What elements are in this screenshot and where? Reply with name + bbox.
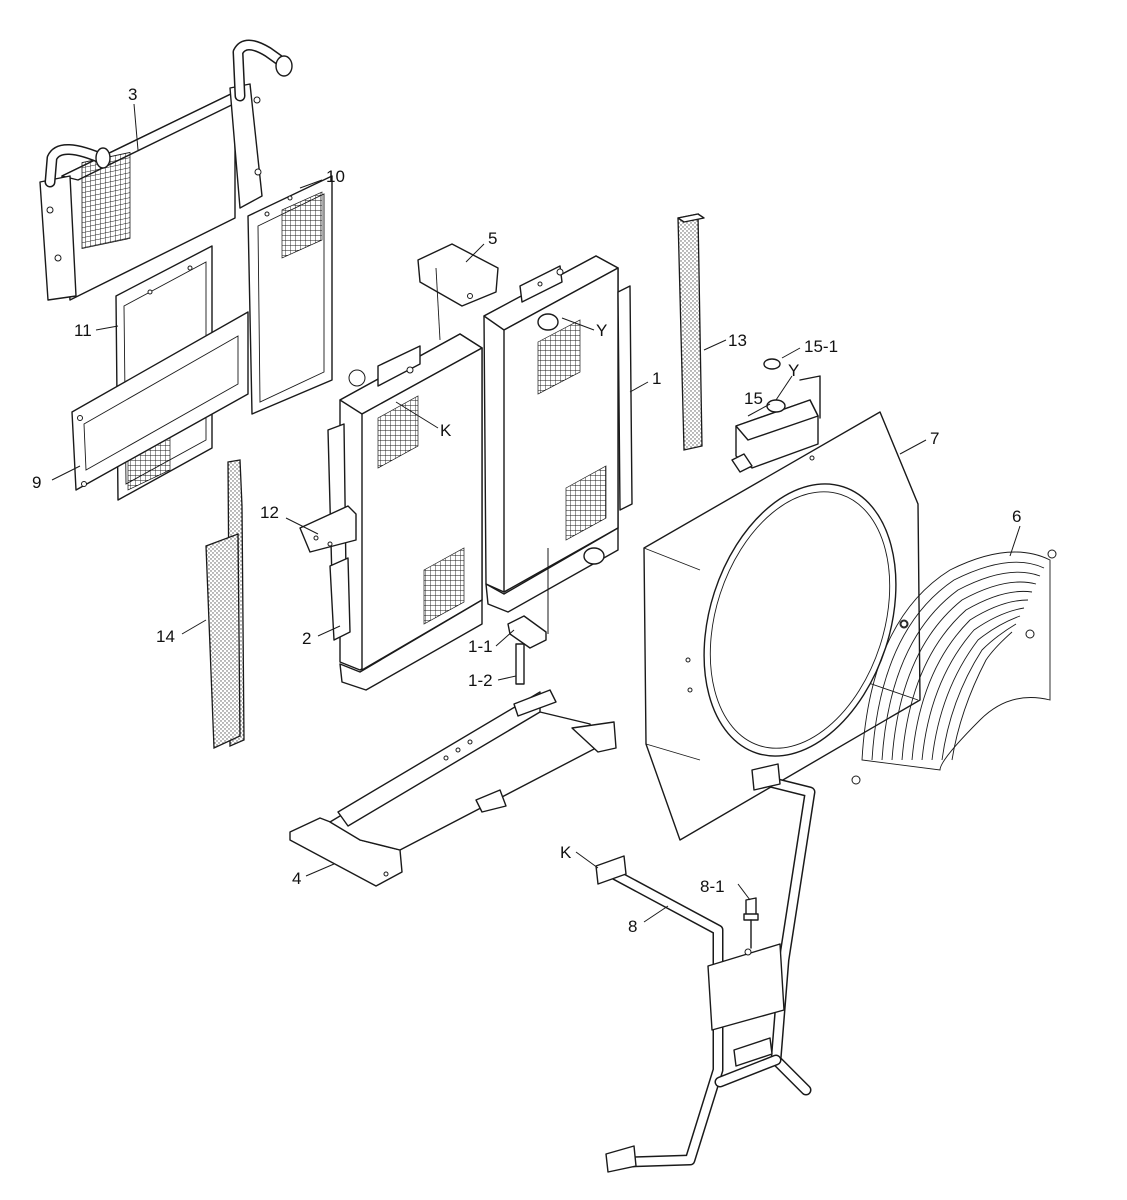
leader-lines [51, 103, 1021, 923]
callout-y-1: Y [596, 321, 607, 340]
fan-shroud-part-7 [643, 411, 921, 841]
callout-11: 11 [74, 321, 92, 340]
intercooler-part-3 [39, 39, 293, 301]
callout-14: 14 [156, 627, 175, 646]
callout-k-1: K [440, 421, 452, 440]
bolt-part-8-1 [743, 897, 759, 949]
callout-9: 9 [32, 473, 41, 492]
callout-labels: 3 10 5 11 Y 13 15-1 Y 1 15 K 7 9 6 12 14… [32, 85, 1021, 936]
base-bracket-part-4 [289, 689, 617, 887]
radiator-part-2 [299, 333, 483, 691]
callout-4: 4 [292, 869, 301, 888]
callout-12: 12 [260, 503, 279, 522]
callout-8-1: 8-1 [700, 877, 725, 896]
callout-2: 2 [302, 629, 311, 648]
callout-k-2: K [560, 843, 572, 862]
callout-5: 5 [488, 229, 497, 248]
callout-1: 1 [652, 369, 661, 388]
fan-guard-part-6 [861, 549, 1057, 771]
callout-1-2: 1-2 [468, 671, 493, 690]
callout-y-2: Y [788, 361, 799, 380]
callout-3: 3 [128, 85, 137, 104]
callout-15: 15 [744, 389, 763, 408]
screen-part-10 [247, 175, 333, 415]
radiator-part-1 [483, 255, 633, 613]
drain-hose-part-1-2 [515, 643, 525, 685]
bracket-part-5 [417, 243, 499, 341]
callout-10: 10 [326, 167, 345, 186]
guide-rail-part-9 [71, 311, 249, 491]
stay-frame-part-8 [595, 763, 816, 1173]
seal-strip-part-13 [677, 213, 705, 451]
callout-13: 13 [728, 331, 747, 350]
seal-strip-part-14 [205, 459, 245, 749]
callout-15-1: 15-1 [804, 337, 838, 356]
callout-7: 7 [930, 429, 939, 448]
callout-8: 8 [628, 917, 637, 936]
callout-1-1: 1-1 [468, 637, 493, 656]
callout-6: 6 [1012, 507, 1021, 526]
reservoir-tank-part-15 [731, 358, 821, 473]
